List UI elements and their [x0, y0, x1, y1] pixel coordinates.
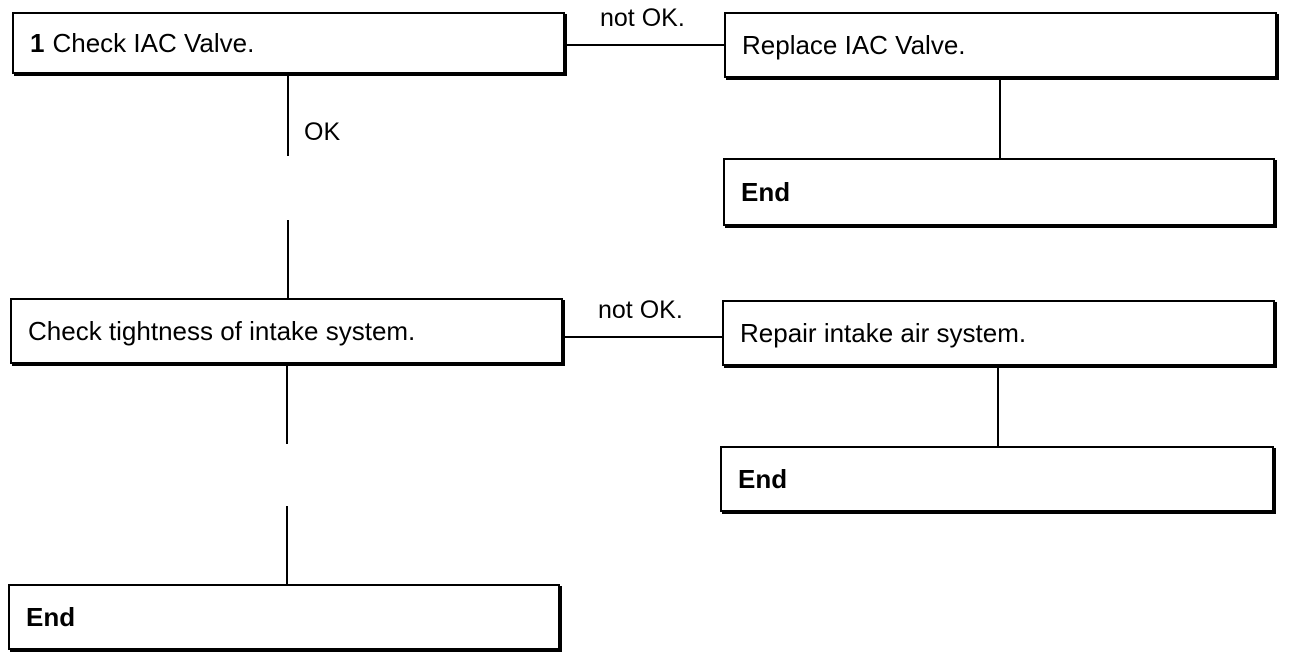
replace-iac-valve-box: Replace IAC Valve.: [724, 12, 1277, 78]
step-1-text: Check IAC Valve.: [52, 27, 255, 58]
end-label-replace: End: [741, 176, 791, 207]
connector-repair-to-end: [997, 366, 999, 446]
repair-intake-box: Repair intake air system.: [722, 300, 1275, 366]
step-1-not-ok-label: not OK.: [600, 4, 685, 32]
connector-replace-to-end: [999, 78, 1001, 158]
end-box-replace: End: [723, 158, 1275, 226]
repair-intake-text: Repair intake air system.: [740, 317, 1027, 348]
connector-step1-ok-lower: [287, 220, 289, 298]
step-1-box: 1 Check IAC Valve.: [12, 12, 565, 74]
connector-step1-not-ok: [565, 44, 725, 46]
connector-step2-ok-upper: [286, 364, 288, 444]
replace-iac-valve-text: Replace IAC Valve.: [742, 29, 966, 60]
step-2-not-ok-label: not OK.: [598, 296, 683, 324]
connector-step2-not-ok: [563, 336, 723, 338]
end-box-repair: End: [720, 446, 1274, 512]
connector-step2-ok-lower: [286, 506, 288, 584]
step-1-number: 1: [30, 27, 45, 58]
step-1-ok-label: OK: [304, 118, 341, 146]
end-label-final: End: [26, 601, 76, 632]
end-label-repair: End: [738, 463, 788, 494]
connector-step1-ok-upper: [287, 74, 289, 156]
step-2-box: Check tightness of intake system.: [10, 298, 563, 364]
end-box-final: End: [8, 584, 560, 650]
step-2-text: Check tightness of intake system.: [28, 315, 416, 346]
